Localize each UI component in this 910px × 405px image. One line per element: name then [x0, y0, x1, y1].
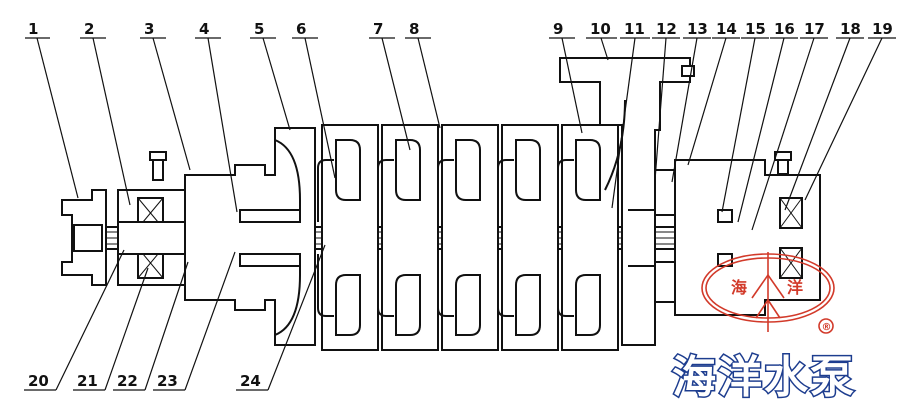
stage-casing-3 — [441, 124, 499, 351]
callout-10: 10 — [590, 20, 611, 38]
callout-4: 4 — [199, 20, 209, 38]
stage-casing-5 — [561, 124, 619, 351]
callout-12: 12 — [656, 20, 677, 38]
stamp-char-right: 洋 — [787, 278, 803, 297]
callout-15: 15 — [745, 20, 766, 38]
callout-18: 18 — [840, 20, 861, 38]
callout-11: 11 — [624, 20, 645, 38]
callout-8: 8 — [409, 20, 419, 38]
callout-21: 21 — [77, 372, 98, 390]
callout-5: 5 — [254, 20, 264, 38]
callout-2: 2 — [84, 20, 94, 38]
callout-3: 3 — [144, 20, 154, 38]
top-callouts: 1 2 3 4 5 6 7 8 9 10 11 12 13 14 15 16 1… — [28, 20, 893, 38]
callout-9: 9 — [553, 20, 563, 38]
callout-14: 14 — [716, 20, 737, 38]
bottom-callouts: 20 21 22 23 24 — [24, 244, 326, 391]
callout-6: 6 — [296, 20, 306, 38]
callout-7: 7 — [373, 20, 383, 38]
callout-13: 13 — [687, 20, 708, 38]
callout-16: 16 — [774, 20, 795, 38]
callout-1: 1 — [28, 20, 38, 38]
suction-casing — [184, 127, 316, 346]
registered-mark: ® — [822, 322, 832, 333]
top-leader-lines — [25, 37, 896, 231]
callout-24: 24 — [240, 372, 261, 390]
discharge-casing — [559, 57, 695, 346]
callout-19: 19 — [872, 20, 893, 38]
brand-logo: 海洋水泵 — [672, 352, 856, 403]
callout-17: 17 — [804, 20, 825, 38]
company-stamp: 海 洋 ® — [701, 252, 835, 334]
callout-22: 22 — [117, 372, 138, 390]
callout-20: 20 — [28, 372, 49, 390]
stage-casing-4 — [501, 124, 559, 351]
stamp-char-left: 海 — [731, 278, 747, 297]
coupling — [61, 189, 107, 286]
stage-casing-2 — [381, 124, 439, 351]
impellers — [317, 159, 574, 317]
callout-23: 23 — [157, 372, 178, 390]
